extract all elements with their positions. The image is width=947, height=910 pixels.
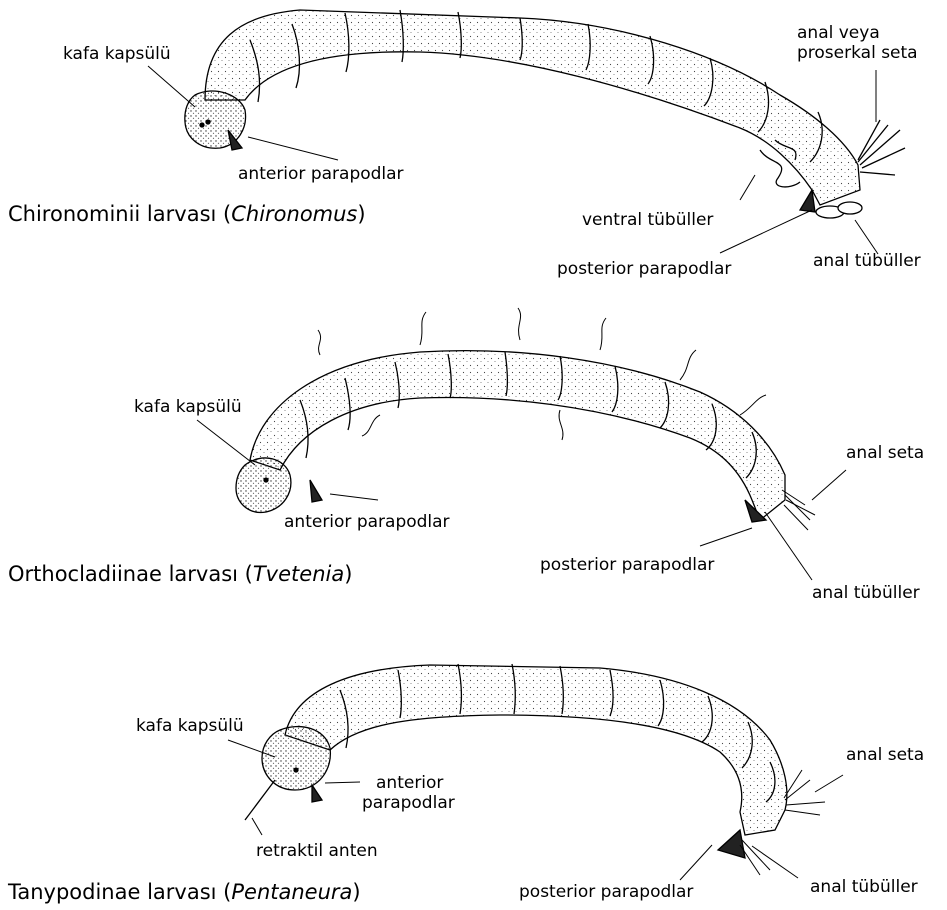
caption-tanypodinae-genus: Pentaneura bbox=[231, 880, 352, 904]
label-head-capsule-3: kafa kapsülü bbox=[136, 716, 244, 736]
label-retractile-antenna-3: retraktil anten bbox=[256, 841, 378, 861]
label-posterior-parapods-1: posterior parapodlar bbox=[557, 259, 731, 279]
caption-chironominii-genus: Chironomus bbox=[231, 202, 357, 226]
caption-chironominii-prefix: Chironominii larvası ( bbox=[8, 202, 231, 226]
label-anal-setae-2: anal seta bbox=[846, 443, 924, 463]
chironomus-head bbox=[185, 91, 246, 148]
caption-tanypodinae-prefix: Tanypodinae larvası ( bbox=[8, 880, 231, 904]
pentaneura-body bbox=[285, 665, 787, 835]
label-anterior-parapods-3-line2: parapodlar bbox=[362, 793, 455, 813]
label-anal-setae-1-line1: anal veya bbox=[797, 23, 918, 43]
label-head-capsule-1: kafa kapsülü bbox=[63, 44, 171, 64]
caption-orthocladiinae-genus: Tvetenia bbox=[253, 562, 344, 586]
pentaneura-head bbox=[262, 727, 330, 790]
caption-orthocladiinae: Orthocladiinae larvası (Tvetenia) bbox=[8, 562, 352, 586]
label-anal-tubules-2: anal tübüller bbox=[812, 583, 920, 603]
label-anal-setae-1: anal veya proserkal seta bbox=[797, 23, 918, 63]
label-anal-tubules-1: anal tübüller bbox=[813, 251, 921, 271]
label-anal-setae-1-line2: proserkal seta bbox=[797, 43, 918, 63]
label-posterior-parapods-2: posterior parapodlar bbox=[540, 555, 714, 575]
label-ventral-tubules-1: ventral tübüller bbox=[582, 210, 713, 230]
caption-orthocladiinae-suffix: ) bbox=[344, 562, 352, 586]
tvetenia-head bbox=[236, 458, 291, 512]
caption-chironominii: Chironominii larvası (Chironomus) bbox=[8, 202, 366, 226]
label-anterior-parapods-3-line1: anterior bbox=[376, 773, 455, 793]
caption-tanypodinae: Tanypodinae larvası (Pentaneura) bbox=[8, 880, 361, 904]
caption-chironominii-suffix: ) bbox=[357, 202, 365, 226]
label-anterior-parapods-3: anterior parapodlar bbox=[362, 773, 455, 813]
label-anal-tubules-3: anal tübüller bbox=[810, 877, 918, 897]
tvetenia-body bbox=[250, 351, 785, 520]
tvetenia-larva bbox=[236, 308, 815, 530]
label-anal-setae-3: anal seta bbox=[846, 745, 924, 765]
label-anterior-parapods-2: anterior parapodlar bbox=[284, 512, 450, 532]
caption-tanypodinae-suffix: ) bbox=[352, 880, 360, 904]
label-anterior-parapods-1: anterior parapodlar bbox=[238, 164, 404, 184]
caption-orthocladiinae-prefix: Orthocladiinae larvası ( bbox=[8, 562, 253, 586]
label-head-capsule-2: kafa kapsülü bbox=[134, 397, 242, 417]
label-posterior-parapods-3: posterior parapodlar bbox=[519, 882, 693, 902]
